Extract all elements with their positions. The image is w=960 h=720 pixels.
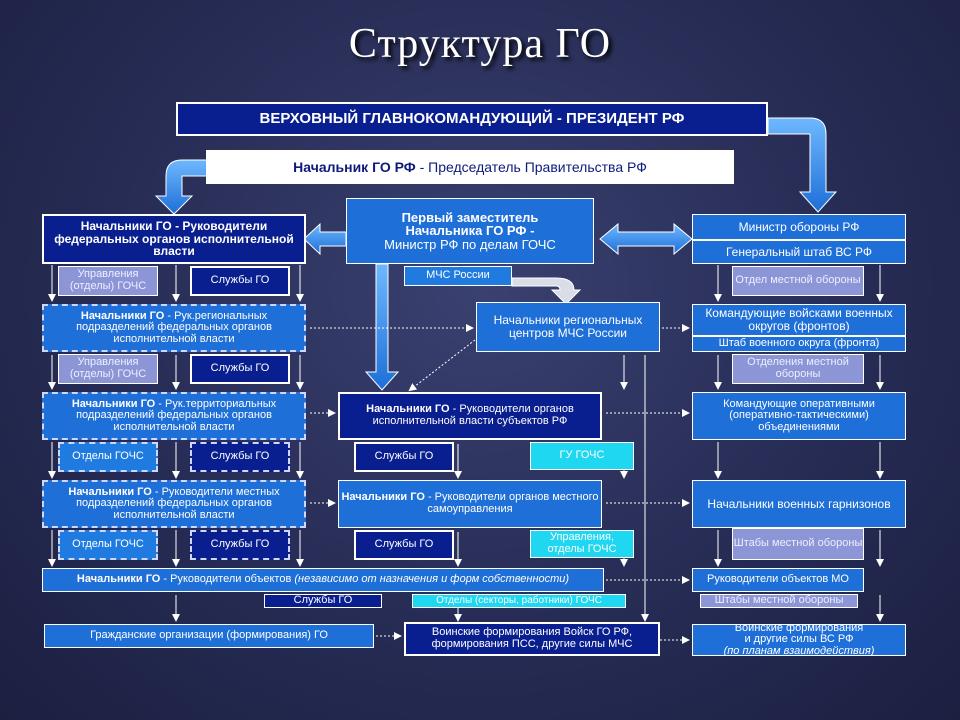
mgmt-gochs-box-1: Управления (отделы) ГОЧС [58,266,158,296]
first-deputy-line3: Министр РФ по делам ГОЧС [384,236,556,252]
armed-forces-line3: (по планам взаимодействия) [723,644,875,656]
president-label: ВЕРХОВНЫЙ ГЛАВНОКОМАНДУЮЩИЙ - ПРЕЗИДЕНТ … [178,104,766,134]
local-heads-bold: Начальники ГО [68,485,152,498]
local-heads-rest: - Руководители местных подразделений фед… [76,485,280,521]
president-box: ВЕРХОВНЫЙ ГЛАВНОКОМАНДУЮЩИЙ - ПРЕЗИДЕНТ … [176,102,768,136]
district-staff-box: Штаб военного округа (фронта) [692,336,906,352]
garrison-box: Начальники военных гарнизонов [692,480,906,528]
local-def-dept-box: Отдел местной обороны [732,266,864,296]
subjects-heads-bold: Начальники ГО [366,403,450,416]
depts-gochs-box-3: Отделы ГОЧС [58,442,158,472]
local-gov-heads-box: Начальники ГО - Руководители органов мес… [338,480,602,528]
reg-heads-box: Начальники ГО - Рук.региональных подразд… [42,304,306,352]
objects-heads-bold: Начальники ГО [76,573,161,586]
objects-heads-box: Начальники ГО - Руководители объектов (н… [42,568,604,592]
arrow-deputy-defense [599,222,693,256]
services-box-4: Службы ГО [190,530,290,560]
local-heads-box: Начальники ГО - Руководители местных под… [42,480,306,528]
reg-heads-rest: - Рук.региональных подразделений федерал… [76,309,272,345]
local-def-staffs-box: Штабы местной обороны [732,528,864,560]
regional-centers-box: Начальники региональных центров МЧС Росс… [476,302,660,352]
local-def-staffs2-box: Штабы местной обороны [700,594,858,608]
arrow-deputy-to-fed [303,222,347,256]
chief-go-box: Начальник ГО РФ - Председатель Правитель… [206,150,734,184]
fed-heads-box: Начальники ГО - Руководители федеральных… [42,214,306,264]
objects-heads-italic: (независимо от назначения и форм собстве… [294,573,570,586]
objects-heads-rest: - Руководители объектов [160,573,295,586]
services-box-3: Службы ГО [190,442,290,472]
first-deputy-line2: Начальника ГО РФ - [405,223,535,239]
objects-services-box: Службы ГО [264,594,382,608]
terr-heads-rest: - Рук.территориальных подразделений феде… [76,397,277,433]
mgmt-local-box: Управления, отделы ГОЧС [530,530,634,558]
armed-forces-box: Воинские формирования и другие силы ВС Р… [692,624,906,656]
subjects-heads-rest: - Руководители органов исполнительной вл… [372,403,574,427]
mgmt-gochs-box-2: Управления (отделы) ГОЧС [58,354,158,384]
chief-go-rest: - Председатель Правительства РФ [415,158,647,175]
armed-forces-line2: и другие силы ВС РФ [744,633,854,646]
first-deputy-box: Первый заместитель Начальника ГО РФ - Ми… [346,198,594,264]
depts-gochs-box-4: Отделы ГОЧС [58,530,158,560]
objects-departments-box: Отделы (секторы, работники) ГОЧС [412,594,626,608]
local-gov-heads-bold: Начальники ГО [341,491,425,504]
services-local-box: Службы ГО [354,530,454,560]
page-title: Структура ГО [348,21,612,67]
chief-go-bold: Начальник ГО РФ [293,158,416,175]
armed-forces-line1: Воинские формирования [734,624,864,634]
arrow-deputy-to-subjects [364,263,400,391]
services-box-2: Службы ГО [190,354,290,384]
defense-minister-box: Министр обороны РФ [692,214,906,240]
subjects-heads-box: Начальники ГО - Руководители органов исп… [338,392,602,440]
arrow-mchs-to-regional [511,277,582,305]
local-gov-heads-rest: - Руководители органов местного самоупра… [424,491,599,515]
arrow-chief-to-fed [154,159,209,215]
operational-box: Командующие оперативными (оперативно-так… [692,392,906,440]
mchs-box: МЧС России [404,266,512,286]
services-subjects-box: Службы ГО [354,442,454,472]
local-def-depts-box: Отделения местной обороны [732,354,864,384]
arrow-president-to-defense [767,117,838,213]
gu-gochs-box: ГУ ГОЧС [530,442,634,470]
mo-heads-box: Руководители объектов МО [692,568,864,592]
civil-orgs-box: Гражданские организации (формирования) Г… [44,624,374,648]
services-box-1: Службы ГО [190,266,290,296]
military-mchs-box: Воинские формирования Войск ГО РФ, форми… [404,622,660,656]
general-staff-box: Генеральный штаб ВС РФ [692,240,906,264]
terr-heads-box: Начальники ГО - Рук.территориальных подр… [42,392,306,440]
reg-heads-bold: Начальники ГО [80,309,165,322]
terr-heads-bold: Начальники ГО [71,397,156,410]
district-commanders-box: Командующие войсками военных округов (фр… [692,304,906,336]
first-deputy-line1: Первый заместитель [401,209,539,225]
